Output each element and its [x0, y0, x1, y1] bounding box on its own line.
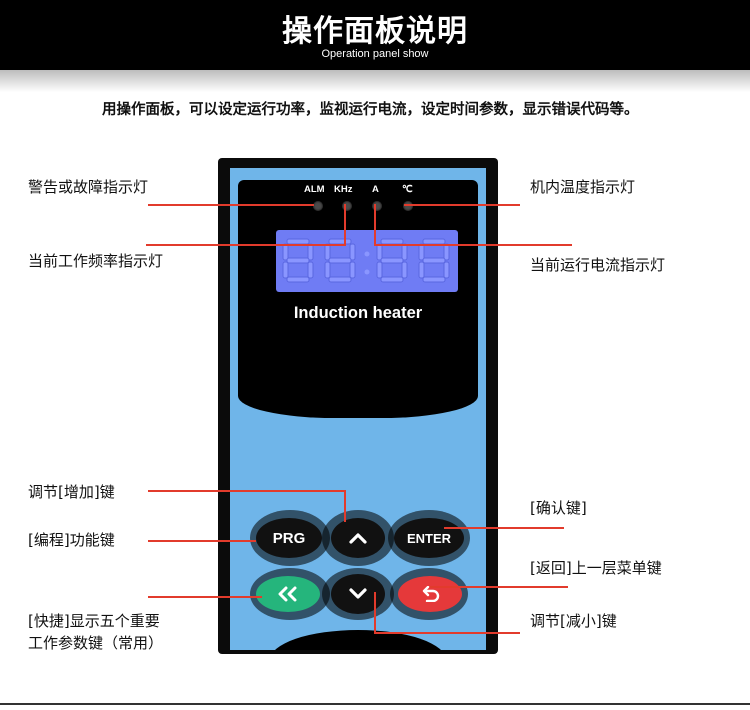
prg-button[interactable]: PRG [256, 518, 322, 558]
callout-line-quick [148, 596, 262, 598]
down-button[interactable] [331, 574, 385, 614]
footer-divider [0, 703, 750, 705]
display-digit-1 [282, 238, 314, 283]
callout-frequency: 当前工作频率指示灯 [28, 252, 164, 270]
callout-line-frequency-vertical [344, 204, 346, 246]
brand-label: Induction heater [293, 304, 423, 322]
prg-button-label: PRG [272, 529, 306, 547]
callout-line-decrease-vertical [374, 592, 376, 634]
chevron-down-icon [349, 588, 367, 599]
callout-confirm: [确认键] [530, 499, 587, 517]
callout-increase: 调节[增加]键 [28, 483, 115, 501]
callout-program: [编程]功能键 [28, 531, 115, 549]
callout-line-temperature [404, 204, 520, 206]
callout-line-program [148, 540, 256, 542]
display-digit-3 [376, 238, 408, 283]
callout-line-return [430, 586, 568, 588]
indicator-label-a: A [372, 184, 379, 195]
return-button[interactable] [398, 576, 462, 612]
current-led [372, 201, 382, 211]
intro-text: 用操作面板，可以设定运行功率，监视运行电流，设定时间参数，显示错误代码等。 [102, 102, 639, 118]
enter-button[interactable]: ENTER [394, 518, 464, 558]
frequency-led [342, 201, 352, 211]
display-digit-4 [418, 238, 450, 283]
callout-line-decrease [374, 632, 520, 634]
callout-line-confirm [444, 527, 564, 529]
indicator-label-temp: ℃ [402, 184, 413, 195]
up-button[interactable] [331, 518, 385, 558]
return-arrow-icon [422, 586, 440, 602]
seven-segment-display [276, 230, 458, 292]
callout-line-increase-vertical [344, 490, 346, 522]
callout-quick-line1: [快捷]显示五个重要 [28, 612, 160, 630]
indicator-label-alm: ALM [304, 184, 325, 195]
quick-button[interactable] [256, 576, 320, 612]
callout-line-increase [148, 490, 346, 492]
panel-face: ALM KHz A ℃ [230, 168, 486, 650]
double-chevron-left-icon [278, 586, 297, 602]
panel-bottom-arc [270, 630, 446, 650]
callout-quick-line2: 工作参数键（常用） [28, 634, 164, 652]
callout-current: 当前运行电流指示灯 [530, 256, 666, 274]
page-subtitle: Operation panel show [321, 48, 429, 60]
display-housing: ALM KHz A ℃ [238, 180, 478, 418]
callout-alarm: 警告或故障指示灯 [28, 178, 149, 196]
callout-line-current [374, 244, 572, 246]
display-colon [364, 251, 370, 275]
callout-decrease: 调节[减小]键 [530, 612, 617, 630]
banner-shadow [0, 70, 750, 92]
indicator-label-khz: KHz [334, 184, 353, 195]
page-title: 操作面板说明 [282, 14, 468, 49]
callout-line-current-vertical [374, 204, 376, 246]
callout-temperature: 机内温度指示灯 [530, 178, 636, 196]
chevron-up-icon [349, 533, 367, 544]
callout-line-frequency [146, 244, 346, 246]
callout-line-alarm [148, 204, 314, 206]
temperature-led [403, 201, 413, 211]
callout-return: [返回]上一层菜单键 [530, 559, 662, 577]
header-banner: 操作面板说明 Operation panel show [0, 0, 750, 70]
enter-button-label: ENTER [406, 530, 452, 546]
alarm-led [313, 201, 323, 211]
